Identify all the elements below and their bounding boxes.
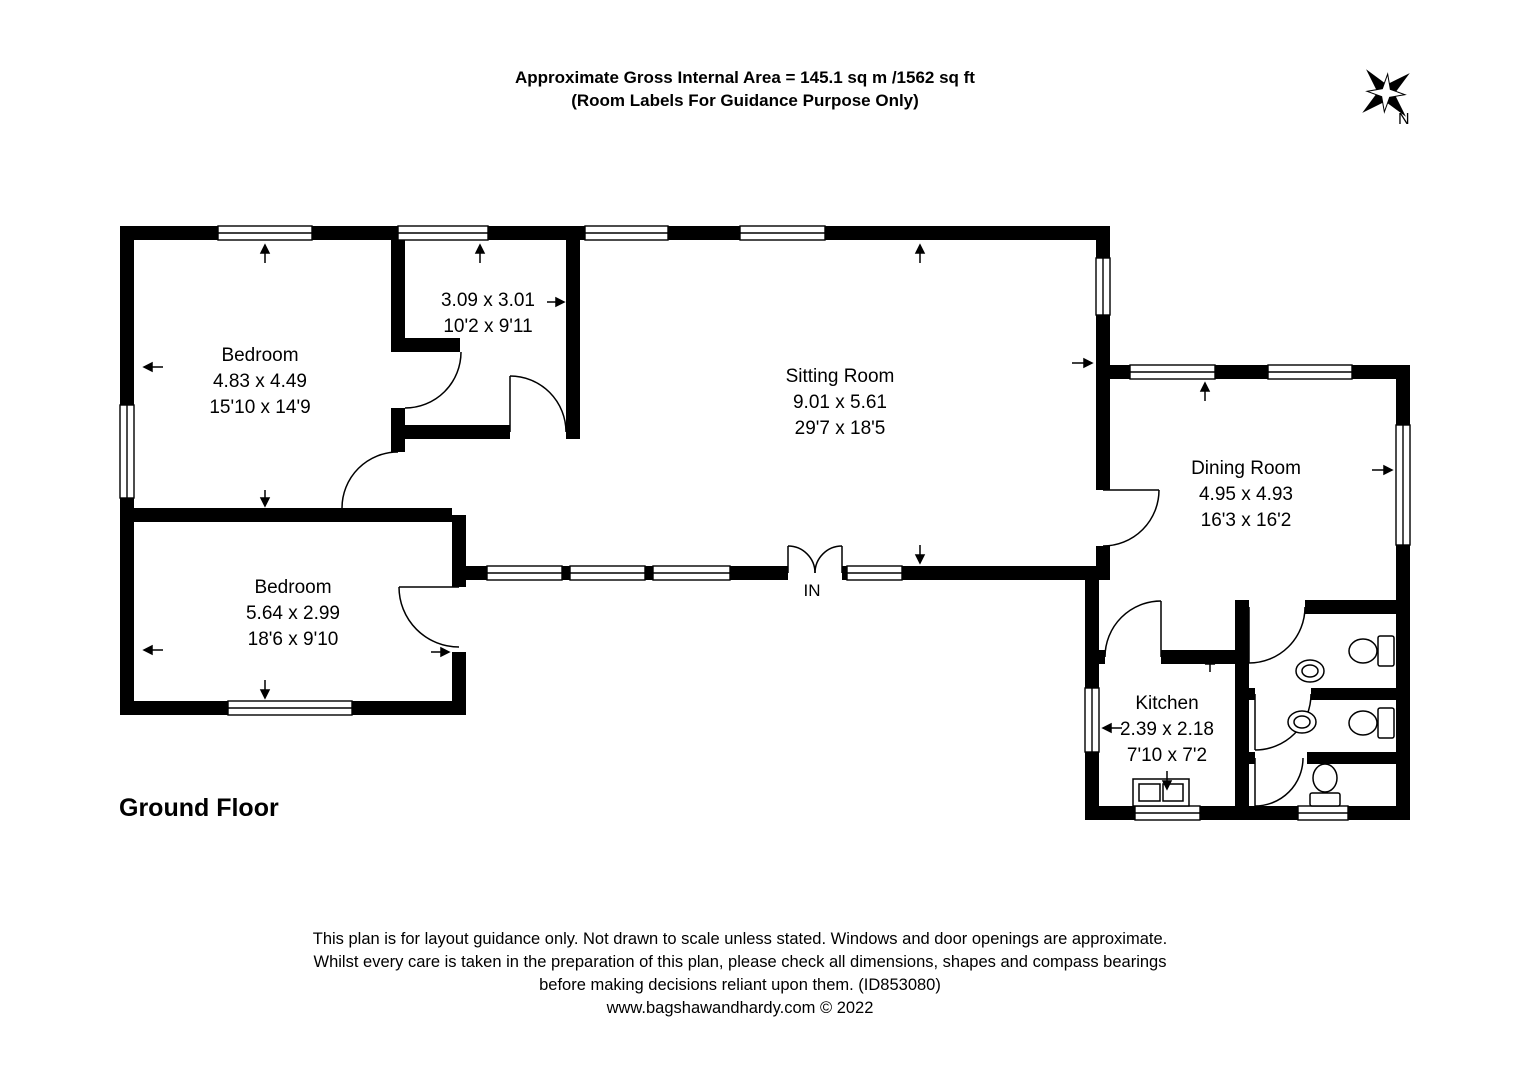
room-dim-imperial: 18'6 x 9'10 <box>247 629 339 650</box>
room-label-kitchen: Kitchen 2.39 x 2.18 7'10 x 7'2 <box>1082 691 1252 769</box>
room-name: Kitchen <box>1135 693 1199 714</box>
area-header: Approximate Gross Internal Area = 145.1 … <box>0 66 1490 112</box>
entrance-label: IN <box>803 581 821 600</box>
door-swings <box>341 351 1312 807</box>
floor-title: Ground Floor <box>119 794 279 822</box>
windows <box>119 225 1411 821</box>
disclaimer-line-3: before making decisions reliant upon the… <box>539 976 941 994</box>
room-dim-metric: 3.09 x 3.01 <box>440 290 536 311</box>
room-name: Bedroom <box>254 577 332 598</box>
room-name: Dining Room <box>1191 458 1301 479</box>
room-label-store-room: 3.09 x 3.01 10'2 x 9'11 <box>388 288 588 340</box>
toilet-icon <box>1309 792 1341 807</box>
compass-north-icon <box>1362 69 1410 117</box>
room-dim-metric: 4.83 x 4.49 <box>212 371 308 392</box>
website-credit: www.bagshawandhardy.com © 2022 <box>606 999 874 1017</box>
dimension-arrows <box>142 243 1394 791</box>
room-label-sitting-room: Sitting Room 9.01 x 5.61 29'7 x 18'5 <box>740 364 940 442</box>
room-dim-imperial: 15'10 x 14'9 <box>209 397 311 418</box>
room-dim-metric: 2.39 x 2.18 <box>1119 719 1215 740</box>
bathroom-fixtures <box>1287 635 1395 807</box>
compass-north-label: N <box>1398 111 1410 128</box>
guidance-text: (Room Labels For Guidance Purpose Only) <box>571 91 919 110</box>
gross-area-text: Approximate Gross Internal Area = 145.1 … <box>515 68 975 87</box>
walls <box>120 226 1410 820</box>
toilet-icon <box>1377 707 1395 739</box>
kitchen-fixtures <box>1132 778 1190 807</box>
room-label-bedroom-1: Bedroom 4.83 x 4.49 15'10 x 14'9 <box>160 343 360 421</box>
toilet-icon <box>1377 635 1395 667</box>
room-dim-imperial: 16'3 x 16'2 <box>1200 510 1292 531</box>
room-dim-metric: 4.95 x 4.93 <box>1198 484 1294 505</box>
room-dim-metric: 9.01 x 5.61 <box>792 392 888 413</box>
room-name: Bedroom <box>221 345 299 366</box>
room-label-dining-room: Dining Room 4.95 x 4.93 16'3 x 16'2 <box>1146 456 1346 534</box>
room-label-bedroom-2: Bedroom 5.64 x 2.99 18'6 x 9'10 <box>193 575 393 653</box>
room-dim-imperial: 7'10 x 7'2 <box>1126 745 1208 766</box>
room-dim-imperial: 10'2 x 9'11 <box>443 316 533 337</box>
room-dim-imperial: 29'7 x 18'5 <box>794 418 886 439</box>
disclaimer-line-1: This plan is for layout guidance only. N… <box>312 930 1168 948</box>
disclaimer: This plan is for layout guidance only. N… <box>0 928 1480 1020</box>
room-name: Sitting Room <box>785 366 895 387</box>
room-dim-metric: 5.64 x 2.99 <box>245 603 341 624</box>
disclaimer-line-2: Whilst every care is taken in the prepar… <box>313 953 1167 971</box>
